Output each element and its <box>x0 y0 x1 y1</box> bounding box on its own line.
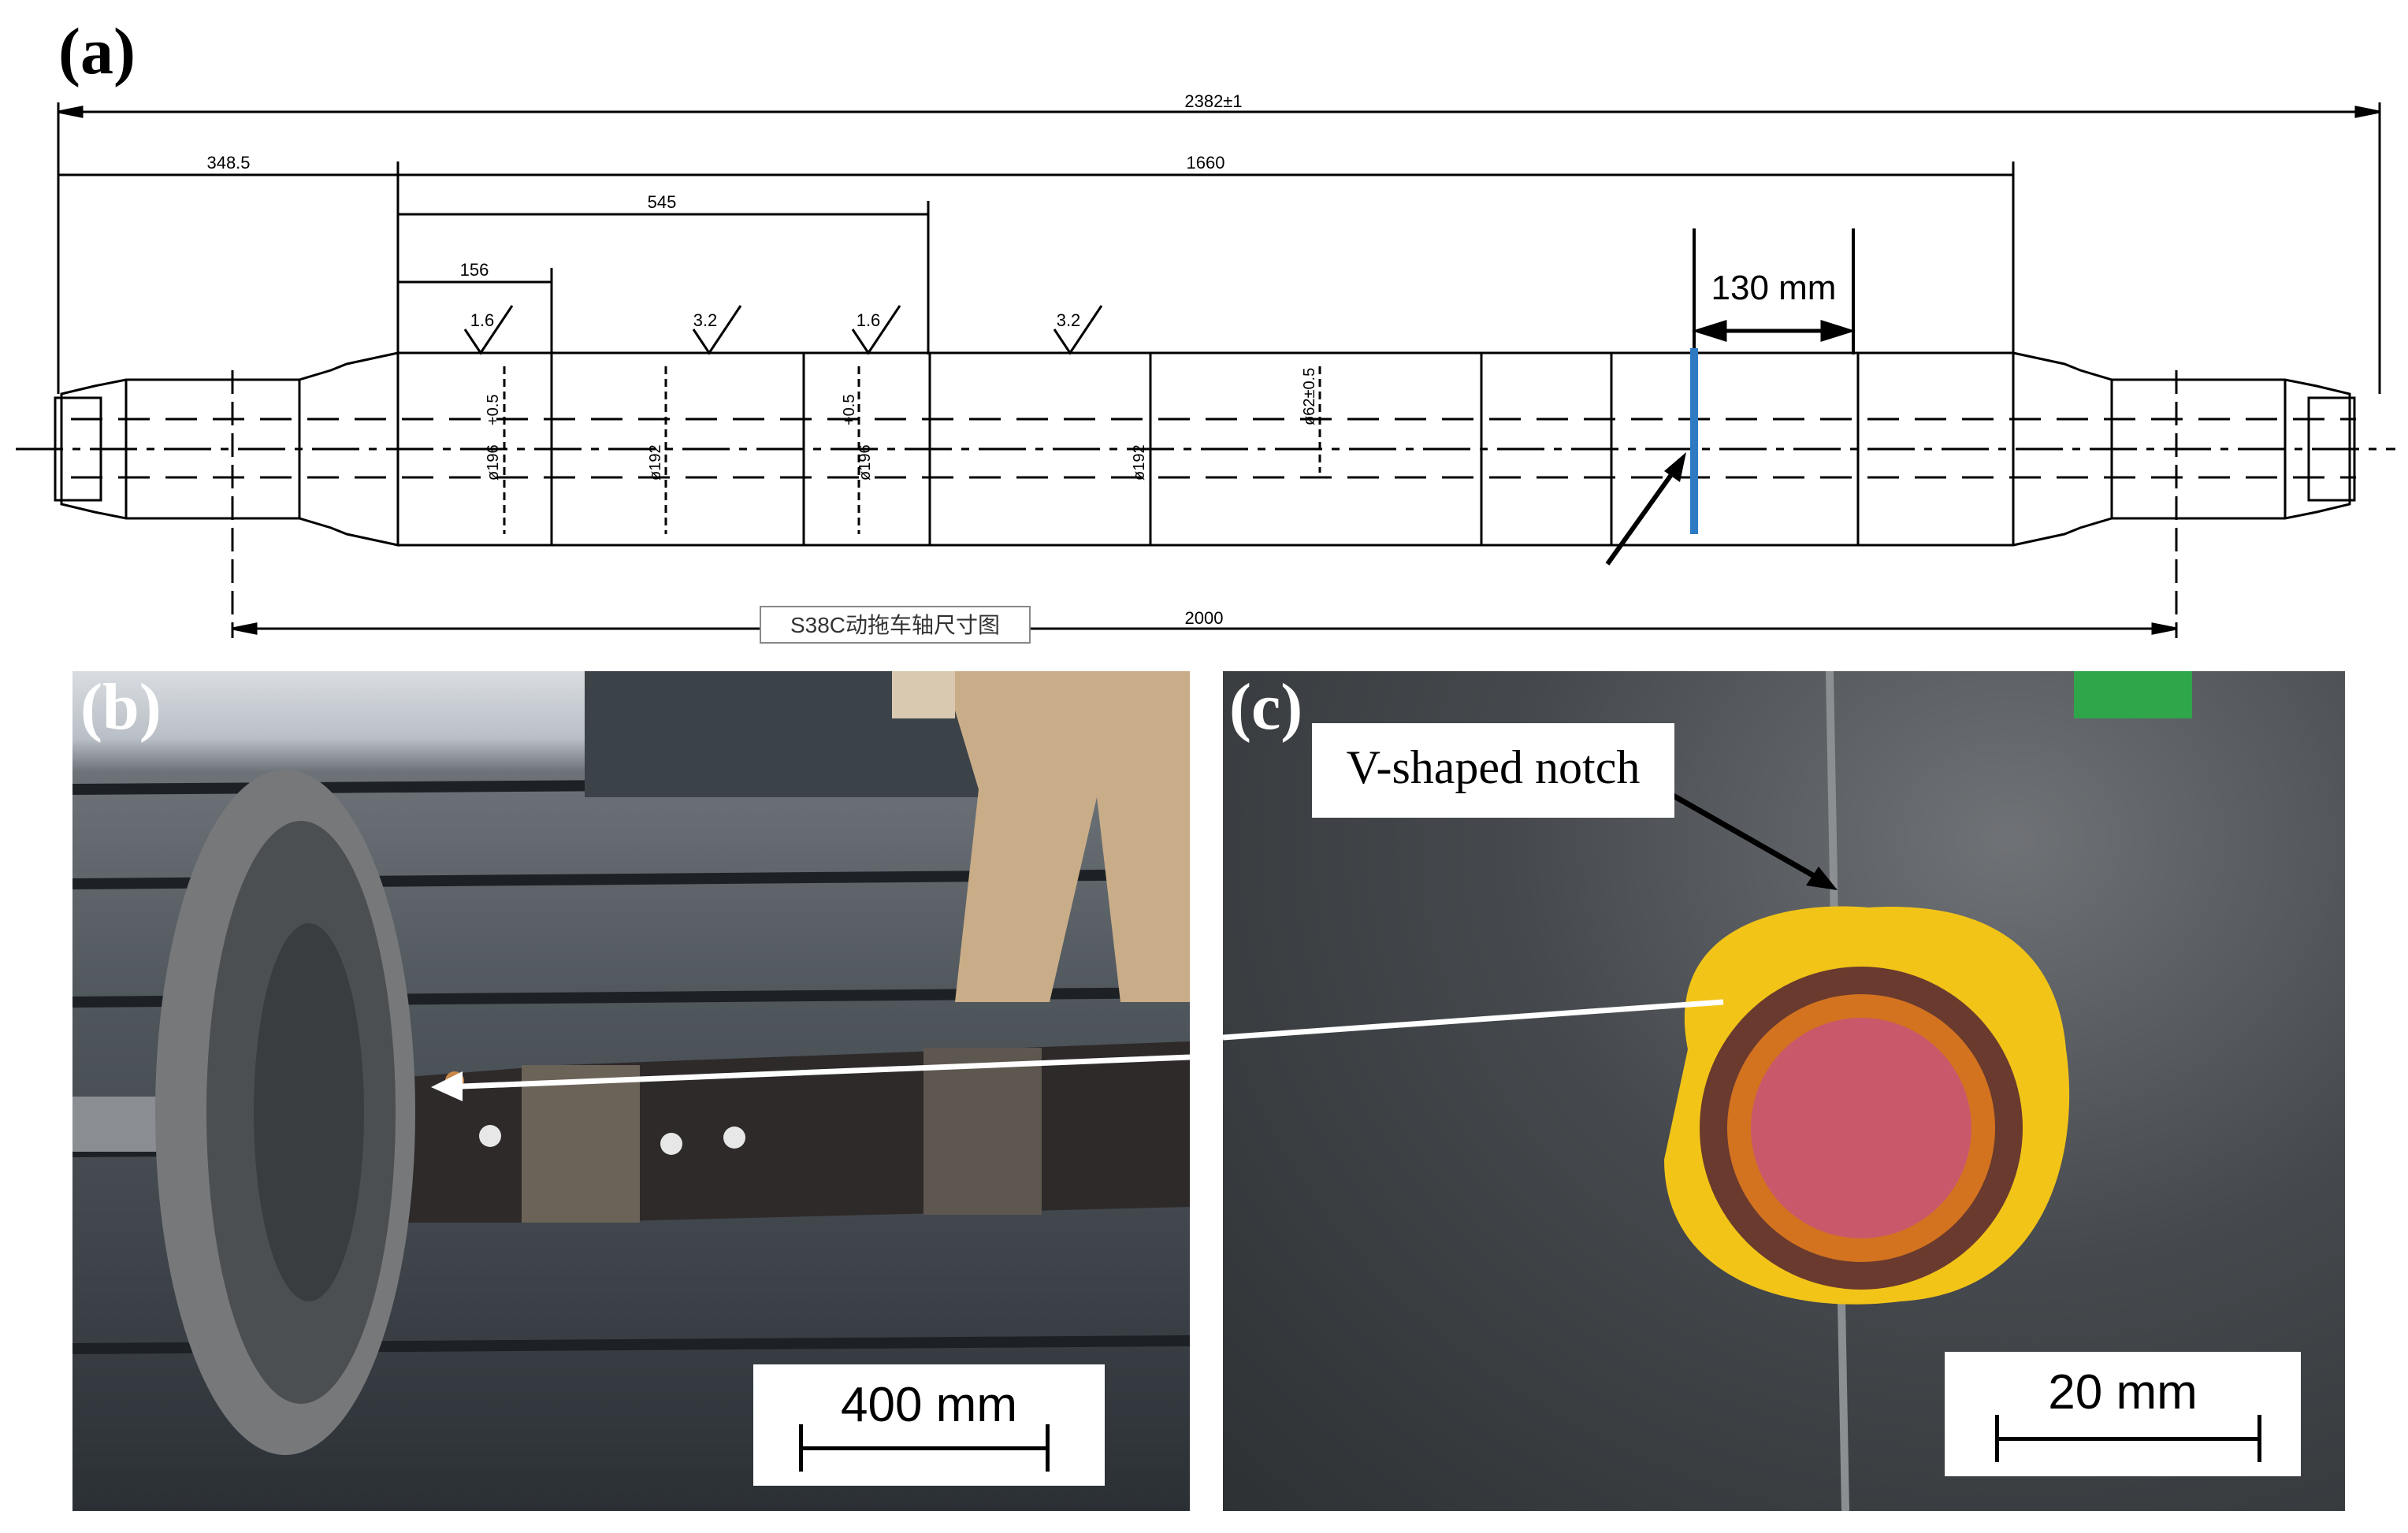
diameter-3-tol: +0.5 <box>841 395 858 425</box>
scale-tick-left-b <box>799 1424 803 1472</box>
notch-label-box: V-shaped notch <box>1312 723 1674 818</box>
dim-156: 156 <box>460 260 489 280</box>
notch-label: V-shaped notch <box>1346 741 1641 793</box>
diameter-3: ø196 <box>857 444 874 481</box>
panel-label-a: (a) <box>58 15 136 88</box>
diameter-2: ø192 <box>647 444 664 481</box>
scale-label-b: 400 mm <box>841 1378 1017 1432</box>
scale-box-c: 20 mm <box>1945 1352 2301 1476</box>
dim-bottom: 2000 <box>1185 608 1224 628</box>
axle-photo <box>72 671 1190 1511</box>
dim-total: 2382±1 <box>1184 91 1242 111</box>
bore-diameter: ø62±0.5 <box>1301 368 1318 425</box>
scale-tick-left-c <box>1995 1415 1999 1462</box>
panel-label-b: (b) <box>80 670 162 744</box>
panel-label-c: (c) <box>1229 670 1303 744</box>
roughness-4: 3.2 <box>1057 310 1081 330</box>
scale-box-b: 400 mm <box>753 1364 1105 1486</box>
scale-bar-c <box>1995 1437 2261 1441</box>
scale-tick-right-c <box>2258 1415 2261 1462</box>
dim-545: 545 <box>648 192 677 212</box>
scale-tick-right-b <box>1046 1424 1050 1472</box>
axle-drawing: 2382±1 348.5 1660 545 156 130 mm 2000 1.… <box>16 91 2395 644</box>
dim-left: 348.5 <box>206 153 250 173</box>
roughness-3: 1.6 <box>857 310 881 330</box>
diameter-4: ø192 <box>1131 444 1148 481</box>
notch-photo-drawing <box>1223 671 2192 1511</box>
drawing-caption: S38C动拖车轴尺寸图 <box>790 613 1000 637</box>
diameter-1: ø196 <box>485 444 502 481</box>
diameter-1-tol: +0.5 <box>485 395 502 425</box>
roughness-2: 3.2 <box>693 310 718 330</box>
dim-middle: 1660 <box>1187 153 1225 173</box>
dim-130mm: 130 mm <box>1711 269 1837 307</box>
axle-photo-drawing <box>72 671 1190 1455</box>
roughness-1: 1.6 <box>470 310 495 330</box>
scale-label-c: 20 mm <box>2048 1365 2198 1420</box>
scale-bar-b <box>799 1446 1050 1450</box>
